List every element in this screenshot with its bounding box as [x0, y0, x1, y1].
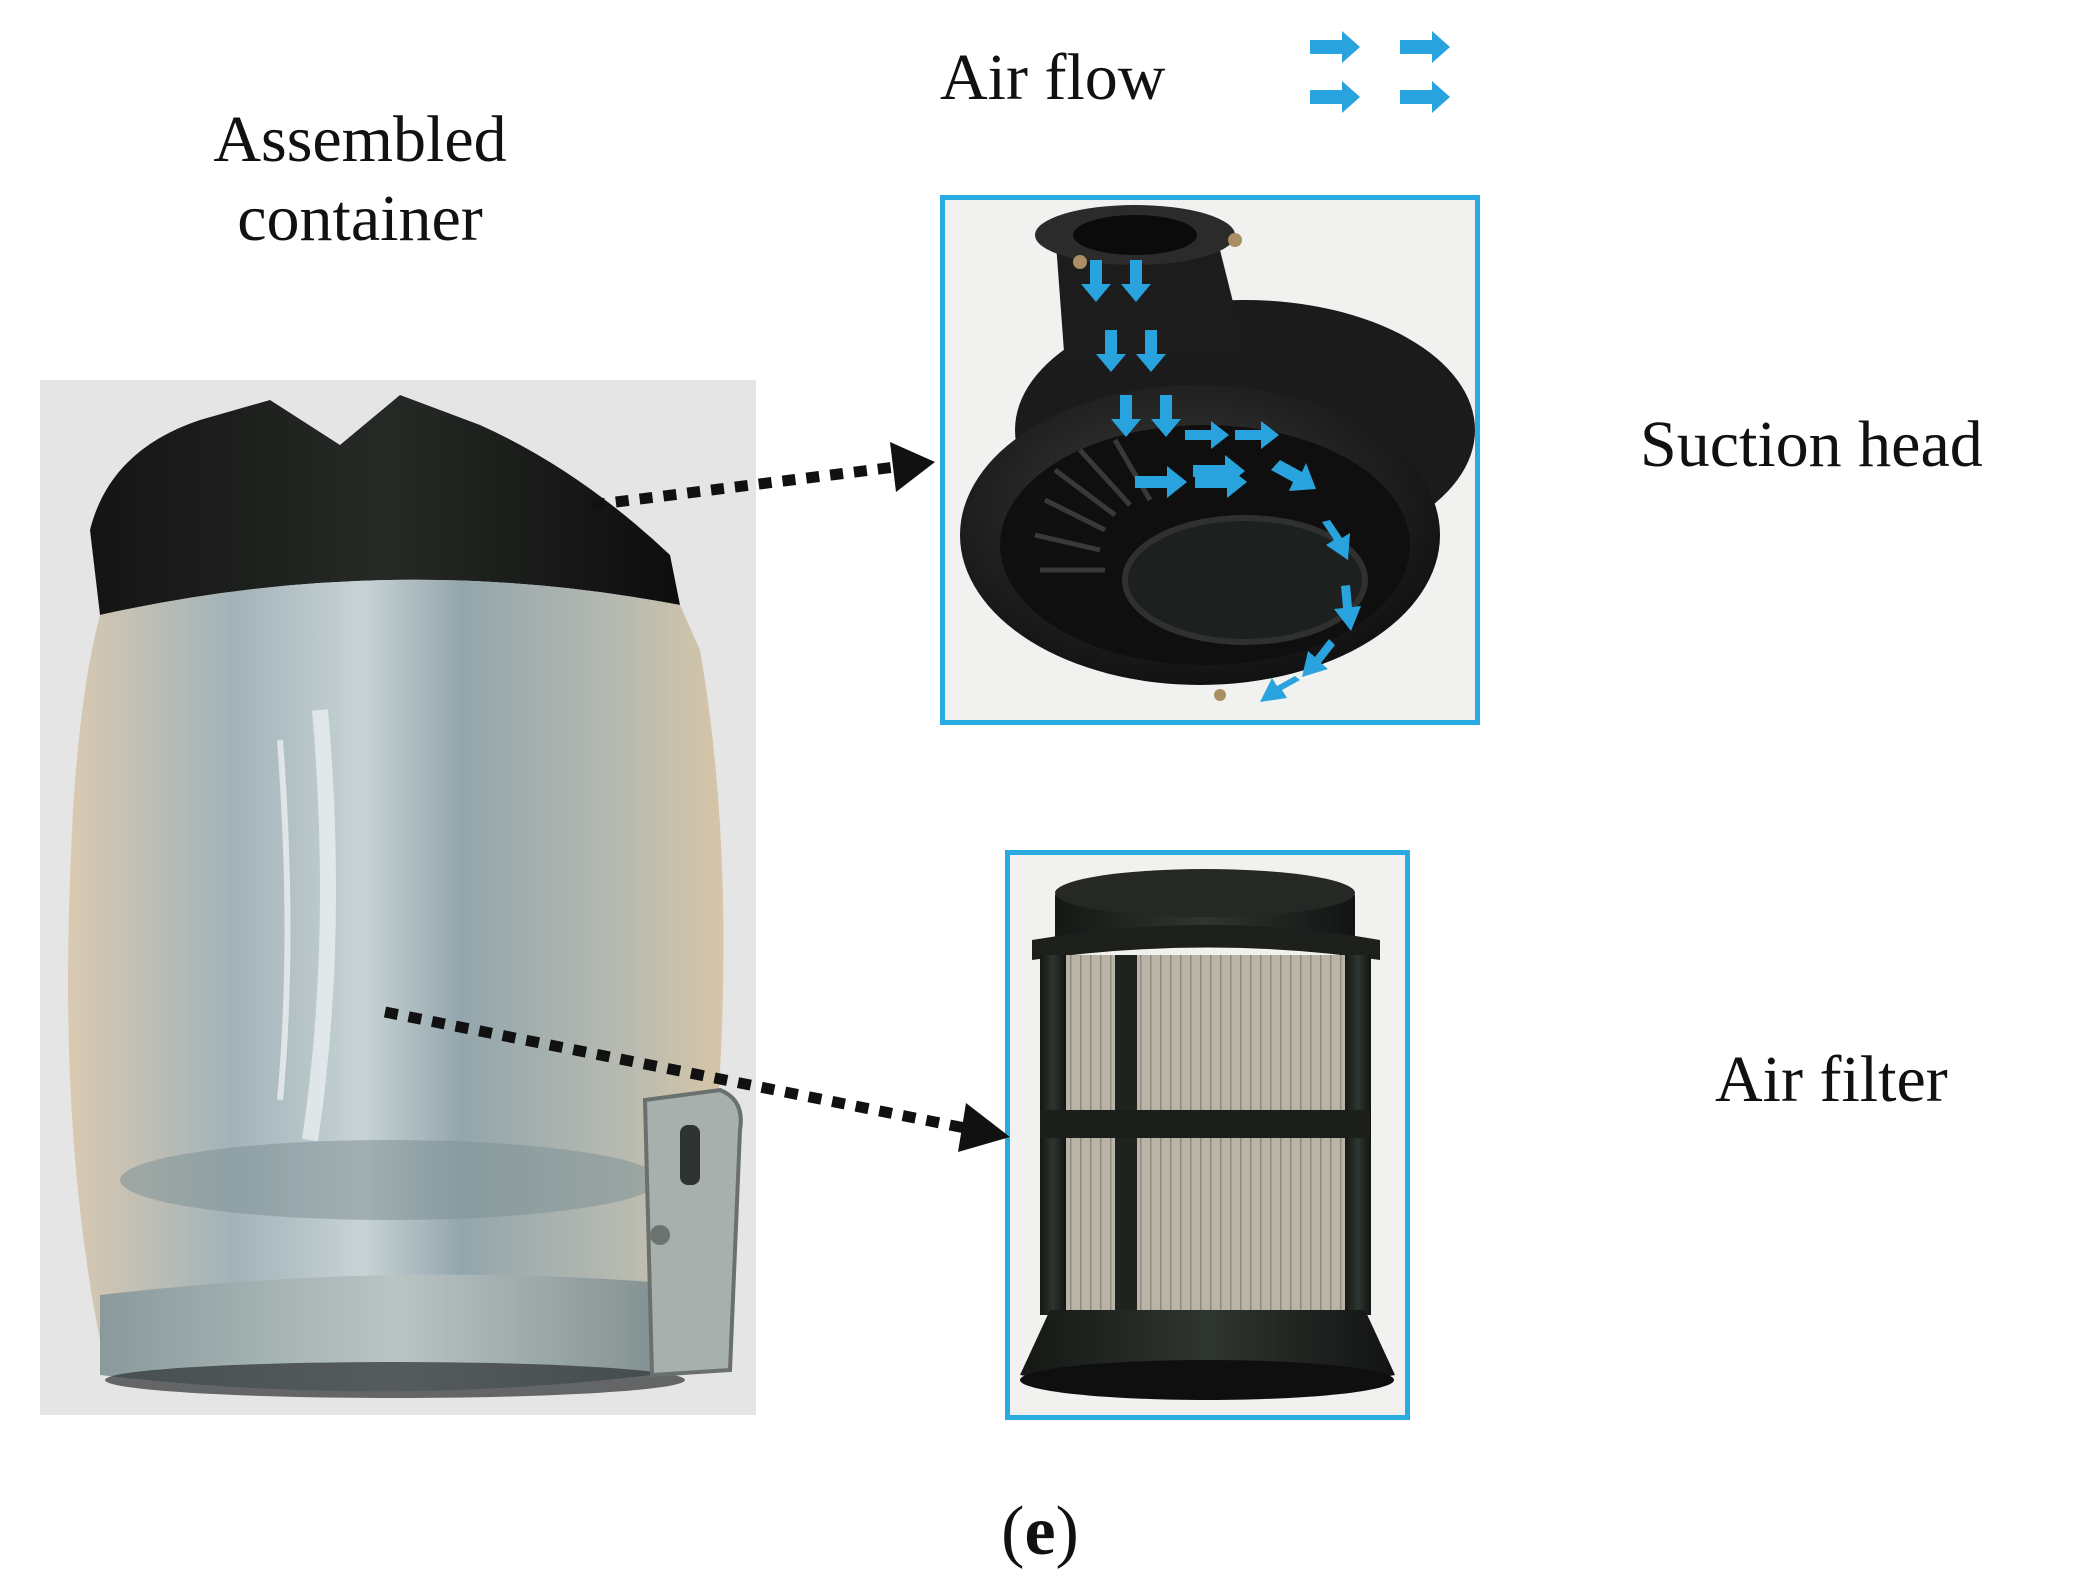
- air-flow-label: Air flow: [940, 41, 1166, 114]
- assembled-label-line1: Assembled: [213, 103, 507, 176]
- caption-close: ): [1055, 1493, 1079, 1570]
- blue-right-arrows-icon: [1310, 31, 1450, 113]
- cup-body: [68, 579, 724, 1340]
- air-filter-photo: [1005, 850, 1410, 1420]
- assembled-container-photo: [40, 380, 756, 1415]
- suction-head-photo: [940, 195, 1480, 725]
- base-ring: [100, 1274, 690, 1392]
- air-filter-label: Air filter: [1715, 1043, 1948, 1116]
- figure-caption: (e): [940, 1490, 1140, 1574]
- assembled-container-label: Assembled container: [150, 100, 570, 258]
- suction-head-label: Suction head: [1640, 408, 1983, 481]
- caption-open: (: [1001, 1493, 1025, 1570]
- assembled-label-line2: container: [237, 182, 483, 256]
- lid-shape: [90, 395, 680, 615]
- caption-letter: e: [1024, 1493, 1056, 1570]
